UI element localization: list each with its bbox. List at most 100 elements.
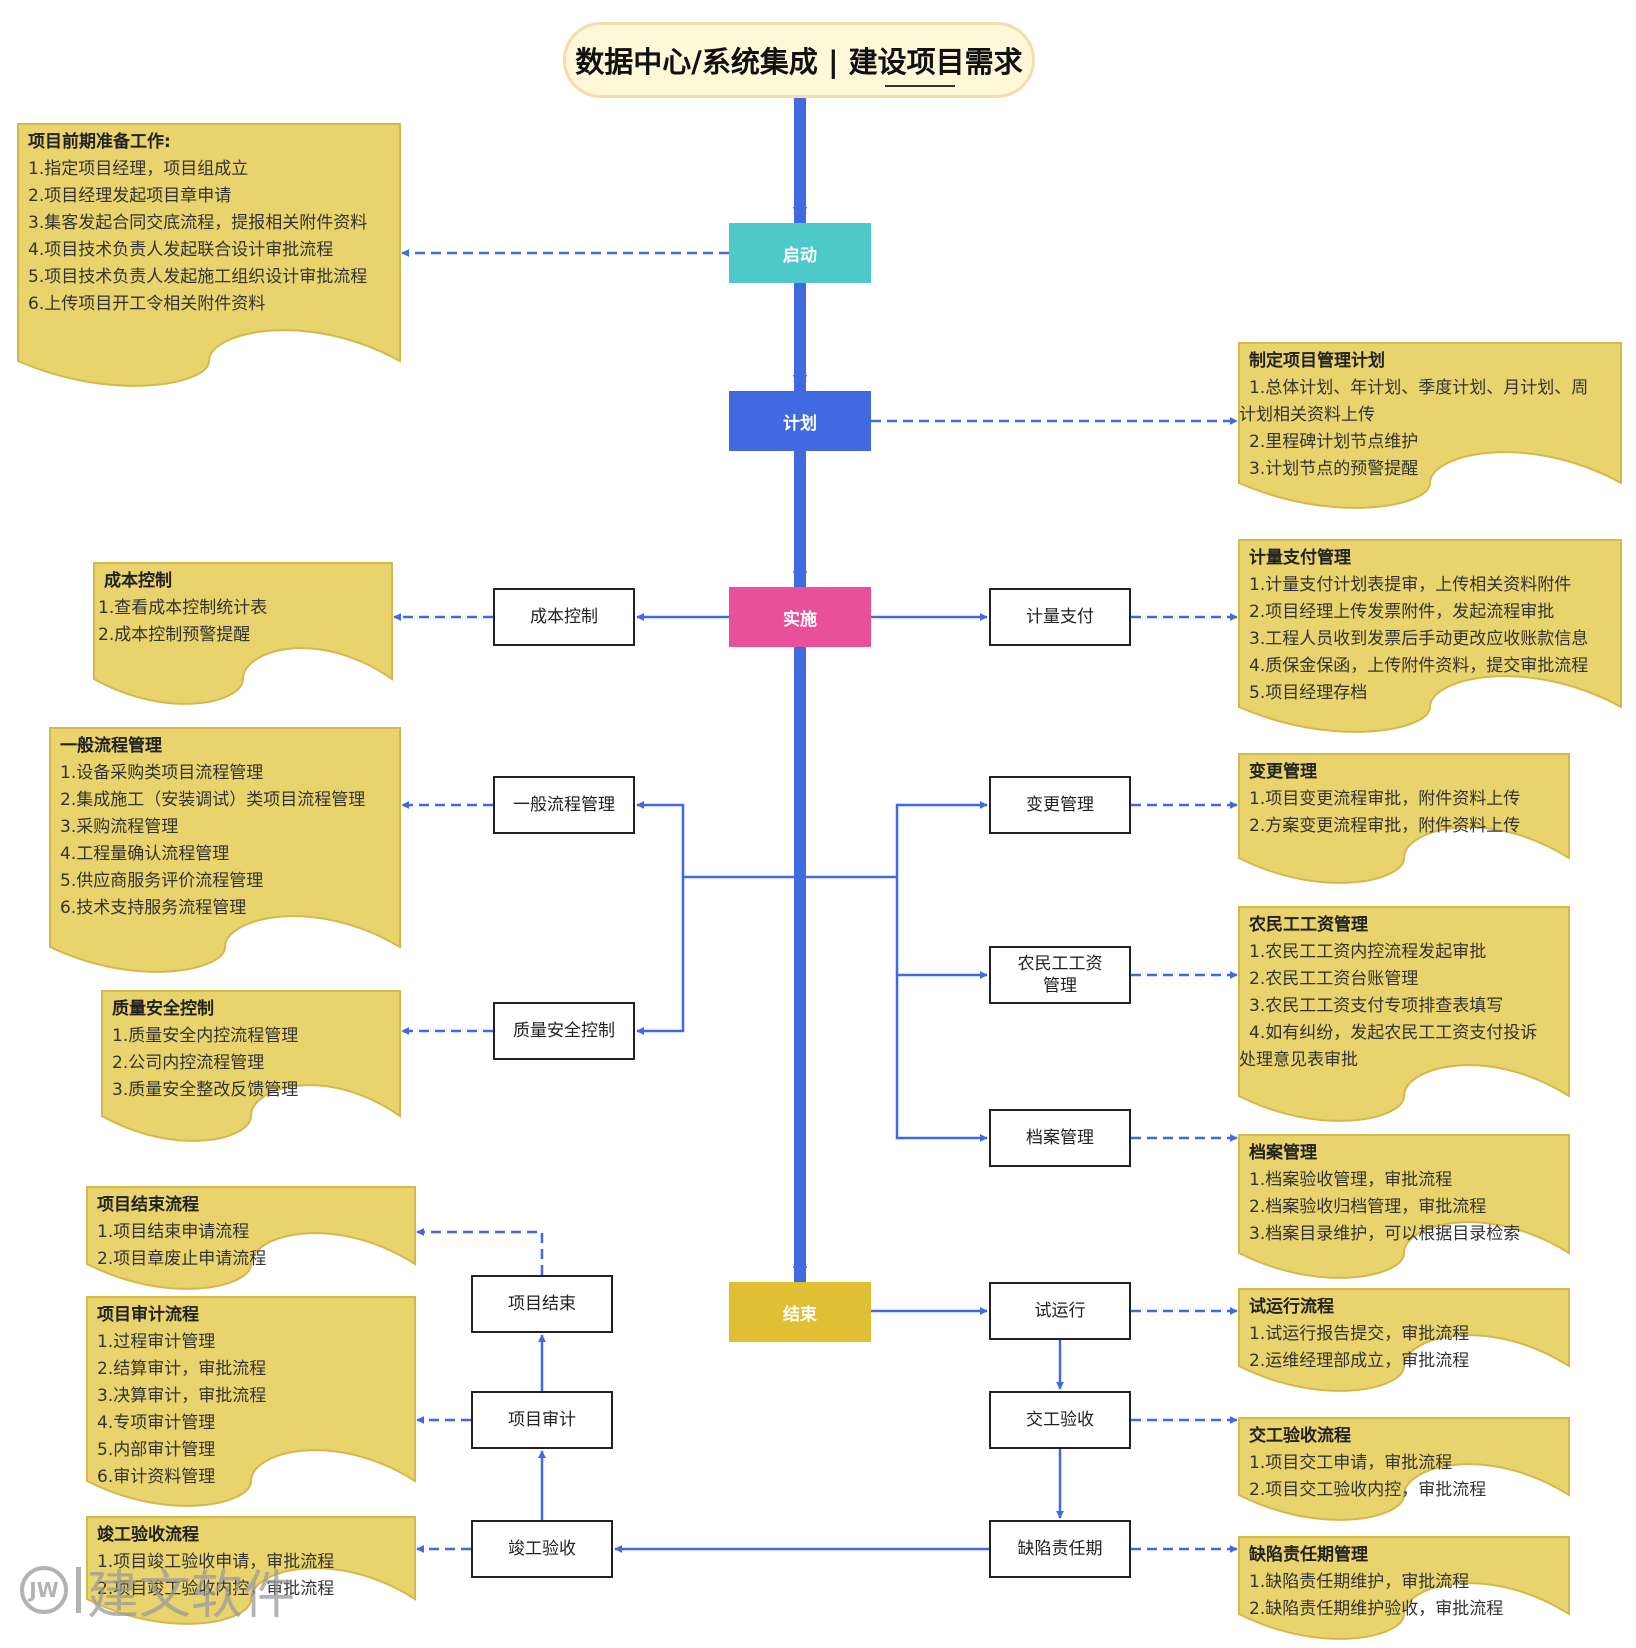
node-general-process: 一般流程管理 xyxy=(493,776,635,834)
node-handover-accept: 交工验收 xyxy=(989,1391,1131,1449)
node-migrant-wage: 农民工工资管理 xyxy=(989,946,1131,1004)
note-title: 计量支付管理 xyxy=(1249,548,1351,568)
note-item: 5.供应商服务评价流程管理 xyxy=(60,871,264,891)
note-item: 6.审计资料管理 xyxy=(97,1467,216,1487)
note-audit: 项目审计流程 1.过程审计管理 2.结算审计，审批流程 3.决算审计，审批流程 … xyxy=(87,1297,415,1499)
note-item: 2.项目章废止申请流程 xyxy=(97,1249,267,1269)
note-item: 2.项目经理发起项目章申请 xyxy=(28,186,232,206)
note-prep: 项目前期准备工作: 1.指定项目经理，项目组成立 2.项目经理发起项目章申请 3… xyxy=(18,124,400,379)
note-shape-audit xyxy=(86,1296,416,1507)
edge-tree-wage xyxy=(895,877,988,979)
phase-end: 结束 xyxy=(729,1282,871,1342)
note-item: 2.公司内控流程管理 xyxy=(112,1053,265,1073)
note-archive: 档案管理 1.档案验收管理，审批流程 2.档案验收归档管理，审批流程 3.档案目… xyxy=(1239,1135,1569,1271)
note-item: 2.方案变更流程审批，附件资料上传 xyxy=(1249,816,1521,836)
note-item: 1.试运行报告提交，审批流程 xyxy=(1249,1324,1470,1344)
note-shape-handover xyxy=(1238,1417,1570,1521)
watermark-divider xyxy=(76,1567,81,1613)
note-wage: 农民工工资管理 1.农民工工资内控流程发起审批 2.农民工工资台账管理 3.农民… xyxy=(1239,907,1569,1114)
note-change: 变更管理 1.项目变更流程审批，附件资料上传 2.方案变更流程审批，附件资料上传 xyxy=(1239,754,1569,876)
watermark-logo-icon: JW xyxy=(20,1566,68,1614)
note-item: 5.项目经理存档 xyxy=(1249,683,1368,703)
note-item: 1.过程审计管理 xyxy=(97,1332,216,1352)
note-title: 一般流程管理 xyxy=(60,736,162,756)
note-title: 农民工工资管理 xyxy=(1249,915,1368,935)
note-item: 1.项目结束申请流程 xyxy=(97,1222,250,1242)
note-shape-plan xyxy=(1238,342,1622,509)
note-title: 变更管理 xyxy=(1249,762,1317,782)
note-item: 3.工程人员收到发票后手动更改应收账款信息 xyxy=(1249,629,1589,649)
node-change-mgmt: 变更管理 xyxy=(989,776,1131,834)
note-item: 4.专项审计管理 xyxy=(97,1413,216,1433)
note-item: 1.查看成本控制统计表 xyxy=(98,598,268,618)
note-trial: 试运行流程 1.试运行报告提交，审批流程 2.运维经理部成立，审批流程 xyxy=(1239,1289,1569,1384)
note-defect: 缺陷责任期管理 1.缺陷责任期维护，审批流程 2.缺陷责任期维护验收，审批流程 xyxy=(1239,1537,1569,1632)
phase-plan: 计划 xyxy=(729,391,871,451)
note-item: 1.指定项目经理，项目组成立 xyxy=(28,159,249,179)
note-item: 3.集客发起合同交底流程，提报相关附件资料 xyxy=(28,213,368,233)
note-item: 5.内部审计管理 xyxy=(97,1440,216,1460)
note-item: 1.质量安全内控流程管理 xyxy=(112,1026,299,1046)
note-shape-change xyxy=(1238,753,1570,884)
note-shape-wage xyxy=(1238,906,1570,1122)
note-item: 2.成本控制预警提醒 xyxy=(98,625,251,645)
edge-close-note xyxy=(416,1228,544,1275)
note-plan: 制定项目管理计划 1.总体计划、年计划、季度计划、月计划、周 计划相关资料上传 … xyxy=(1239,343,1621,501)
note-quality: 质量安全控制 1.质量安全内控流程管理 2.公司内控流程管理 3.质量安全整改反… xyxy=(102,991,400,1134)
edge-tree-archive xyxy=(895,975,988,1142)
node-cost-control: 成本控制 xyxy=(493,588,635,646)
note-title: 项目结束流程 xyxy=(97,1195,199,1215)
note-item: 计划相关资料上传 xyxy=(1239,405,1375,425)
note-shape-general xyxy=(49,727,401,973)
note-item: 1.项目变更流程审批，附件资料上传 xyxy=(1249,789,1521,809)
note-handover: 交工验收流程 1.项目交工申请，审批流程 2.项目交工验收内控，审批流程 xyxy=(1239,1418,1569,1513)
note-item: 2.项目竣工验收内控，审批流程 xyxy=(97,1579,335,1599)
note-shape-close xyxy=(86,1186,416,1290)
note-title: 档案管理 xyxy=(1249,1143,1317,1163)
note-general: 一般流程管理 1.设备采购类项目流程管理 2.集成施工（安装调试）类项目流程管理… xyxy=(50,728,400,965)
note-title: 质量安全控制 xyxy=(112,999,214,1019)
note-item: 2.里程碑计划节点维护 xyxy=(1249,432,1419,452)
note-item: 2.项目交工验收内控，审批流程 xyxy=(1249,1480,1487,1500)
note-shapes xyxy=(17,123,1622,1640)
note-shape-prep xyxy=(17,123,401,387)
note-shape-cost xyxy=(93,562,393,705)
note-shape-completion xyxy=(86,1516,416,1625)
note-title: 成本控制 xyxy=(104,571,172,591)
note-shape-archive xyxy=(1238,1134,1570,1279)
note-shape-defect xyxy=(1238,1536,1570,1640)
note-title: 缺陷责任期管理 xyxy=(1249,1545,1368,1565)
note-item: 1.项目交工申请，审批流程 xyxy=(1249,1453,1453,1473)
note-title: 项目审计流程 xyxy=(97,1305,199,1325)
note-item: 3.档案目录维护，可以根据目录检索 xyxy=(1249,1224,1521,1244)
note-cost: 成本控制 1.查看成本控制统计表 2.成本控制预警提醒 xyxy=(94,563,392,697)
note-close: 项目结束流程 1.项目结束申请流程 2.项目章废止申请流程 xyxy=(87,1187,415,1282)
note-item: 1.计量支付计划表提审，上传相关资料附件 xyxy=(1249,575,1572,595)
title-underline xyxy=(885,85,955,87)
note-item: 3.农民工工资支付专项排查表填写 xyxy=(1249,996,1504,1016)
note-item: 6.上传项目开工令相关附件资料 xyxy=(28,294,266,314)
phase-start: 启动 xyxy=(729,223,871,283)
note-item: 1.设备采购类项目流程管理 xyxy=(60,763,264,783)
note-item: 4.如有纠纷，发起农民工工资支付投诉 xyxy=(1249,1023,1538,1043)
node-completion-accept: 竣工验收 xyxy=(471,1520,613,1578)
edge-tree-quality xyxy=(636,877,685,1035)
node-trial-run: 试运行 xyxy=(989,1282,1131,1340)
note-item: 4.项目技术负责人发起联合设计审批流程 xyxy=(28,240,334,260)
note-title: 竣工验收流程 xyxy=(97,1525,199,1545)
node-project-close: 项目结束 xyxy=(471,1275,613,1333)
note-completion: 竣工验收流程 1.项目竣工验收申请，审批流程 2.项目竣工验收内控，审批流程 xyxy=(87,1517,415,1617)
note-item: 2.集成施工（安装调试）类项目流程管理 xyxy=(60,790,366,810)
note-item: 1.总体计划、年计划、季度计划、月计划、周 xyxy=(1249,378,1589,398)
note-item: 1.农民工工资内控流程发起审批 xyxy=(1249,942,1487,962)
node-archive-mgmt: 档案管理 xyxy=(989,1109,1131,1167)
note-item: 2.农民工工资台账管理 xyxy=(1249,969,1419,989)
note-item: 2.运维经理部成立，审批流程 xyxy=(1249,1351,1470,1371)
note-item: 3.计划节点的预警提醒 xyxy=(1249,459,1419,479)
edge-tree-change xyxy=(800,801,988,879)
note-item: 4.质保金保函，上传附件资料，提交审批流程 xyxy=(1249,656,1589,676)
note-item: 2.结算审计，审批流程 xyxy=(97,1359,267,1379)
note-shape-trial xyxy=(1238,1288,1570,1392)
node-quality-safety: 质量安全控制 xyxy=(493,1002,635,1060)
